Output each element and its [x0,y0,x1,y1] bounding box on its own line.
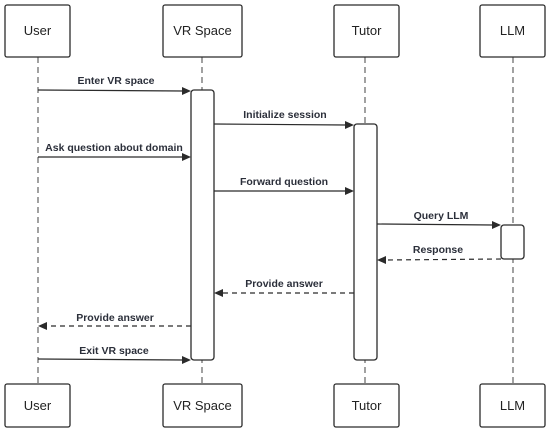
participant-label: LLM [500,398,525,413]
activation-tutor [353,123,378,361]
activation-vr-space [190,89,215,361]
message-label: Query LLM [414,210,469,222]
participant-user-bottom: User [4,383,71,428]
msg-provide-answer-vr: Provide answer [38,312,191,330]
participant-tutor-top: Tutor [333,4,400,58]
msg-response: Response [377,244,502,264]
message-label: Exit VR space [79,345,149,357]
arrowhead-icon [492,221,501,229]
message-label: Response [413,244,463,256]
participant-label: VR Space [173,23,232,38]
activation-llm [500,224,525,260]
participant-label: User [24,23,52,38]
activations [190,89,525,361]
participant-label: LLM [500,23,525,38]
message-label: Forward question [240,176,328,188]
participant-vr-space-top: VR Space [162,4,243,58]
msg-forward-question: Forward question [214,176,354,195]
message-label: Provide answer [245,278,323,290]
arrowhead-icon [182,153,191,161]
arrowhead-icon [345,121,354,129]
msg-ask-question: Ask question about domain [38,142,191,161]
arrowhead-icon [345,187,354,195]
arrowhead-icon [377,256,386,264]
participant-llm-top: LLM [479,4,546,58]
message-label: Initialize session [243,109,326,121]
participant-tutor-bottom: Tutor [333,383,400,428]
participant-user-top: User [4,4,71,58]
message-label: Ask question about domain [45,142,183,154]
participant-llm-bottom: LLM [479,383,546,428]
participant-label: VR Space [173,398,232,413]
msg-provide-answer-tutor: Provide answer [214,278,354,297]
arrowhead-icon [38,322,47,330]
msg-query-llm: Query LLM [376,210,501,229]
msg-exit-vr-space: Exit VR space [37,345,191,364]
message-label: Provide answer [76,312,154,324]
participant-label: Tutor [352,23,383,38]
msg-enter-vr-space: Enter VR space [37,75,191,95]
message-label: Enter VR space [77,75,154,87]
arrowhead-icon [214,289,223,297]
participant-label: Tutor [352,398,383,413]
arrowhead-icon [182,87,191,95]
participant-vr-space-bottom: VR Space [162,383,243,428]
msg-initialize-session: Initialize session [213,109,354,129]
participant-label: User [24,398,52,413]
arrowhead-icon [182,356,191,364]
